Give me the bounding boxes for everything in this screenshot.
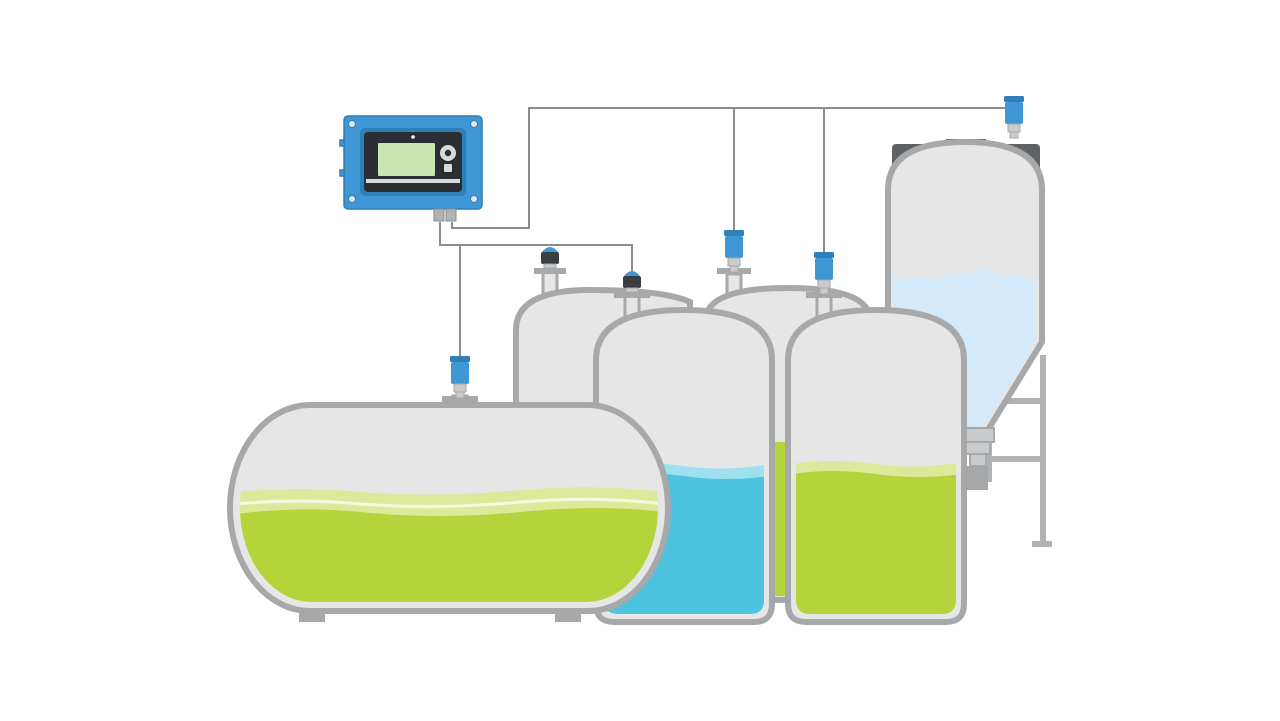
side-port — [339, 169, 345, 177]
enter-button[interactable] — [444, 164, 452, 172]
screw-icon — [348, 195, 356, 203]
sensor-thread — [819, 287, 829, 295]
sensor-back-right-tank — [724, 230, 744, 273]
sensor-neck — [1007, 123, 1021, 133]
silo-brace-lower — [988, 456, 1046, 462]
silo-foot — [1032, 541, 1052, 547]
horizontal-tank — [227, 394, 671, 622]
sensor-housing — [623, 276, 641, 288]
navigation-dial-center[interactable] — [444, 149, 452, 157]
sensor-neck — [727, 257, 741, 267]
level-sensors — [450, 96, 1024, 399]
silo-brace-upper — [1000, 398, 1046, 404]
status-led-icon — [411, 135, 415, 139]
sensor-front-right-tank — [814, 252, 834, 295]
silo-leg-right — [1040, 355, 1046, 545]
sensor-cap-icon — [1004, 96, 1024, 102]
horizontal-tank-flange — [442, 396, 478, 402]
silo-outlet — [961, 427, 995, 490]
sensor-housing — [815, 258, 833, 280]
screw-icon — [348, 120, 356, 128]
sensor-front-left-tank — [623, 271, 641, 293]
sensor-thread — [729, 265, 739, 273]
horizontal-tank-liquid-surface — [240, 487, 658, 516]
sensor-housing — [451, 362, 469, 384]
sensor-cap-icon — [814, 252, 834, 258]
sensor-thread — [455, 391, 465, 399]
back-left-flange — [534, 268, 566, 274]
sensor-neck — [817, 279, 831, 289]
front-right-flange — [806, 292, 842, 298]
sensor-housing — [1005, 102, 1023, 124]
sensor-thread — [625, 287, 639, 293]
sensor-housing — [541, 252, 559, 264]
horizontal-tank-liquid — [240, 504, 658, 602]
front-right-liquid — [796, 469, 956, 614]
cable-gland-icon — [433, 208, 445, 222]
sensor-silo — [1004, 96, 1024, 139]
wire-to-front-left-tank — [439, 222, 633, 276]
screw-icon — [470, 195, 478, 203]
front-right-liquid-surface — [796, 461, 956, 477]
cable-gland-icon — [445, 208, 457, 222]
front-left-flange — [614, 292, 650, 298]
sensor-cap-icon — [624, 271, 640, 276]
front-right-tank — [785, 292, 967, 625]
sensor-thread — [1009, 131, 1019, 139]
sensor-housing — [725, 236, 743, 258]
silo-legs — [986, 355, 1052, 547]
sensor-cap-icon — [724, 230, 744, 236]
horizontal-tank-surface-highlight — [240, 497, 658, 509]
controller-display-screen — [378, 143, 435, 176]
controller-status-strip — [366, 179, 460, 183]
screw-icon — [470, 120, 478, 128]
side-port — [339, 139, 345, 147]
sensor-horizontal-tank — [450, 356, 470, 399]
sensor-cap-icon — [542, 247, 558, 252]
level-controller[interactable] — [339, 115, 483, 222]
sensor-thread — [543, 263, 557, 269]
sensor-back-left-tank — [541, 247, 559, 269]
silo-leg-inner — [986, 440, 992, 482]
sensor-cap-icon — [450, 356, 470, 362]
sensor-neck — [453, 383, 467, 393]
